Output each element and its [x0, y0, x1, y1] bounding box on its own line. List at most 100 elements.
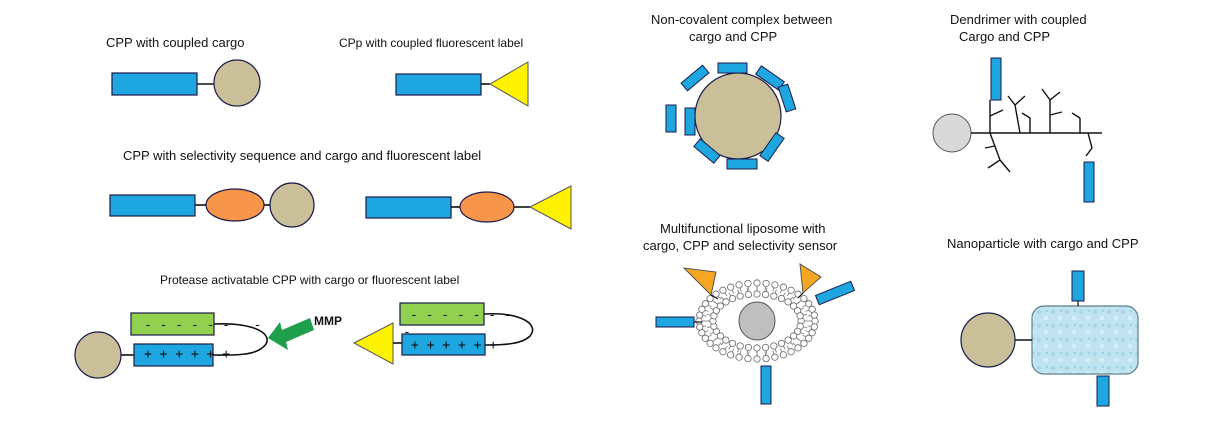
liposome-cargo	[738, 301, 776, 341]
plus-signs: + + + + + +	[144, 347, 230, 362]
lipid-head	[805, 300, 813, 308]
lipid-head	[761, 290, 770, 299]
cleavable-loop	[483, 313, 534, 346]
panel-cpp-cargo: CPP with coupled cargo	[106, 35, 261, 107]
panel-cpp-fluor: CPp with coupled fluorescent label	[339, 36, 529, 107]
lipid-head	[810, 311, 818, 319]
lipid-head	[736, 292, 744, 300]
linker	[797, 292, 804, 299]
lipid-head	[712, 307, 720, 315]
panel-liposome: Multifunctional liposome with cargo, CPP…	[643, 221, 856, 405]
lipid-head	[779, 351, 787, 359]
fluorescent-label-triangle	[528, 185, 572, 230]
minus-signs: - - - - - - -	[410, 308, 512, 323]
label-dendrimer-1: Dendrimer with coupled	[950, 12, 1087, 27]
panel-protease: Protease activatable CPP with cargo or f…	[74, 273, 534, 379]
lipid-head	[779, 283, 787, 291]
lipid-head	[712, 344, 720, 352]
lipid-head	[787, 286, 795, 294]
lipid-head	[777, 294, 786, 303]
selectivity-ellipse	[205, 188, 265, 222]
fluorescent-label-triangle	[489, 61, 529, 107]
mmp-arrow	[268, 318, 314, 350]
lipid-head	[811, 317, 819, 325]
label-nanoparticle: Nanoparticle with cargo and CPP	[947, 236, 1139, 251]
lipid-head	[736, 342, 744, 350]
lipid-head	[794, 344, 802, 352]
lipid-head	[744, 343, 753, 352]
label-noncovalent-2: cargo and CPP	[689, 29, 777, 44]
lipid-head	[744, 354, 752, 363]
cpp-block	[365, 196, 452, 219]
selectivity-ellipse	[459, 191, 515, 223]
cpp-block	[693, 138, 721, 164]
label-liposome-2: cargo, CPP and selectivity sensor	[643, 238, 838, 253]
cpp-block	[111, 72, 198, 96]
lipid-head	[762, 279, 770, 288]
lipid-head	[716, 302, 725, 310]
lipid-head	[753, 290, 761, 298]
linker	[710, 294, 719, 300]
cpp-block	[726, 158, 758, 170]
lipid-head	[777, 339, 786, 348]
lipid-head	[761, 343, 770, 352]
lipid-head	[800, 339, 808, 347]
cpp-block	[680, 64, 710, 92]
minus-signs: - - - - - - - -	[144, 318, 261, 333]
dendrimer-branches	[971, 88, 1102, 173]
lipid-head	[719, 348, 727, 356]
lipid-head	[770, 292, 778, 300]
selectivity-sensor	[682, 267, 717, 297]
lipid-head	[784, 298, 792, 306]
panel-noncovalent: Non-covalent complex between cargo and C…	[651, 12, 832, 170]
lipid-head	[796, 312, 804, 320]
cpp-block	[777, 83, 797, 113]
lipid-head	[771, 281, 779, 289]
lipid-head	[789, 302, 798, 310]
cpp-ring	[665, 62, 797, 170]
lipid-head	[722, 298, 730, 306]
cpp-block	[1071, 270, 1085, 302]
cargo-circle	[960, 312, 1016, 368]
cpp-block	[717, 62, 748, 74]
lipid-head	[771, 353, 779, 361]
lipid-head	[706, 295, 714, 303]
cpp-block	[655, 316, 695, 328]
cpp-block	[665, 104, 677, 133]
label-cpp-cargo: CPP with coupled cargo	[106, 35, 245, 50]
lipid-head	[701, 334, 709, 342]
lipid-head	[753, 279, 761, 287]
lipid-head	[762, 354, 770, 363]
lipid-head	[727, 283, 735, 291]
label-cpp-fluor: CPp with coupled fluorescent label	[339, 36, 523, 50]
selectivity-sensor	[799, 263, 822, 295]
lipid-head	[753, 355, 761, 363]
lipid-head	[695, 317, 703, 325]
cpp-block	[760, 365, 772, 405]
lone-minus-sign: -	[403, 325, 411, 340]
panel-nanoparticle: Nanoparticle with cargo and CPP	[947, 236, 1139, 407]
mmp-label: MMP	[314, 314, 342, 328]
lipid-head	[728, 339, 737, 348]
lipid-head	[728, 294, 737, 303]
lipid-head	[701, 300, 709, 308]
cpp-block	[1096, 375, 1110, 407]
lipid-head	[784, 336, 792, 344]
lipid-head	[753, 344, 761, 352]
lipid-head	[805, 334, 813, 342]
cpp-block	[109, 194, 196, 217]
lipid-head	[727, 351, 735, 359]
lipid-head	[696, 323, 704, 331]
lipid-head	[794, 327, 802, 335]
label-cpp-selectivity: CPP with selectivity sequence and cargo …	[123, 148, 481, 163]
cpp-block	[814, 280, 856, 306]
lipid-head	[706, 339, 714, 347]
lipid-head	[770, 342, 778, 350]
cleavable-loop	[212, 323, 268, 356]
lipid-head	[716, 332, 725, 340]
label-dendrimer-2: Cargo and CPP	[959, 29, 1050, 44]
lipid-head	[744, 290, 753, 299]
label-protease: Protease activatable CPP with cargo or f…	[160, 273, 459, 287]
lipid-head	[719, 286, 727, 294]
